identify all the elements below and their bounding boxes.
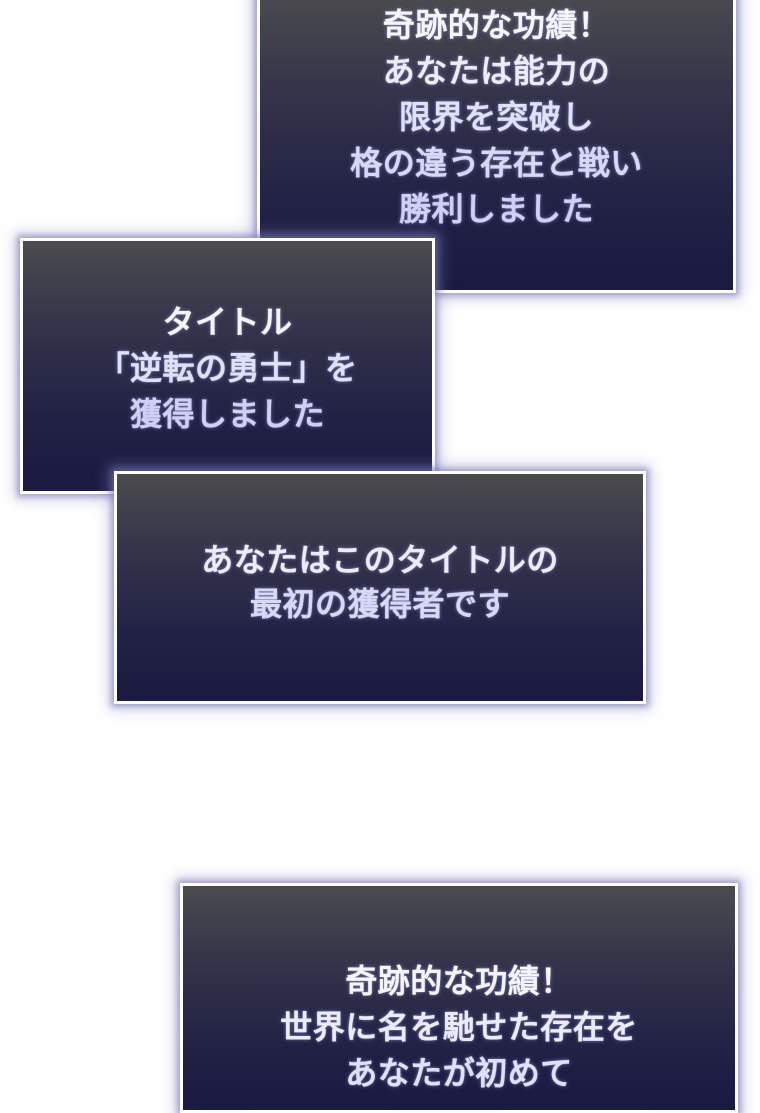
message-line: あなたが初めて (345, 1054, 573, 1092)
system-message-text: 奇跡的な功績！ 世界に名を馳せた存在を あなたが初めて (280, 958, 638, 1096)
system-message-text: あなたはこのタイトルの 最初の獲得者です (201, 538, 559, 626)
message-line: 最初の獲得者です (249, 584, 510, 623)
message-line: 限界を突破し (398, 98, 594, 136)
message-line: 奇跡的な功績！ (345, 962, 573, 1000)
system-message-text: 奇跡的な功績！ あなたは能力の 限界を突破し 格の違う存在と戦い 勝利しました (350, 2, 643, 232)
message-line: あなたはこのタイトルの (201, 540, 559, 579)
message-line: 格の違う存在と戦い (350, 144, 643, 182)
message-line: 世界に名を馳せた存在を (280, 1008, 638, 1046)
message-line: 獲得しました (129, 395, 325, 433)
system-message-text: タイトル 「逆転の勇士」を 獲得しました (97, 299, 357, 437)
message-line: タイトル (162, 303, 293, 341)
system-message-panel-first-acquirer: あなたはこのタイトルの 最初の獲得者です (114, 471, 646, 704)
message-line: 奇跡的な功績！ (382, 6, 611, 44)
system-message-panel-title-acquired: タイトル 「逆転の勇士」を 獲得しました (20, 238, 435, 494)
message-line: あなたは能力の (382, 52, 611, 90)
system-message-panel-world-fame: 奇跡的な功績！ 世界に名を馳せた存在を あなたが初めて (180, 883, 738, 1113)
message-line: 「逆転の勇士」を (97, 349, 358, 387)
message-line: 勝利しました (398, 190, 594, 228)
